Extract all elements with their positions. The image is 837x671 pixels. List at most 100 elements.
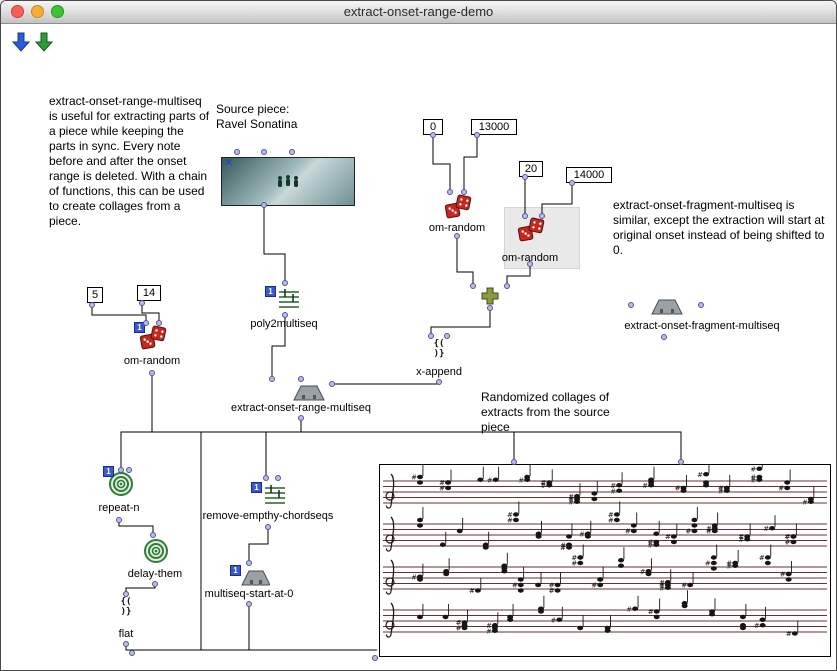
port-dot[interactable] <box>123 641 129 647</box>
port-dot[interactable] <box>539 213 545 219</box>
list-glyph-bottom: )} <box>433 349 445 359</box>
port-dot[interactable] <box>447 189 453 195</box>
svg-text:#: # <box>706 525 712 533</box>
svg-text:#: # <box>456 625 462 633</box>
zoom-button[interactable] <box>51 5 64 18</box>
port-dot[interactable] <box>275 475 281 481</box>
port-dot[interactable] <box>129 650 135 656</box>
port-dot[interactable] <box>126 467 132 473</box>
port-dot[interactable] <box>430 132 436 138</box>
svg-text:#: # <box>754 622 760 630</box>
svg-text:#: # <box>518 476 524 484</box>
port-dot[interactable] <box>487 305 493 311</box>
port-dot[interactable] <box>444 333 450 339</box>
port-dot[interactable] <box>428 333 434 339</box>
port-dot[interactable] <box>139 300 145 306</box>
port-dot[interactable] <box>527 261 533 267</box>
svg-text:#: # <box>540 479 546 487</box>
port-dot[interactable] <box>282 312 288 318</box>
remove-empthy-chordseqs-icon[interactable]: 1 <box>251 480 287 510</box>
port-dot[interactable] <box>143 320 149 326</box>
port-dot[interactable] <box>678 459 684 465</box>
number-box-rand-high[interactable]: 14 <box>137 285 161 301</box>
green-down-arrow-icon <box>34 32 54 52</box>
port-dot[interactable] <box>265 524 271 530</box>
port-dot[interactable] <box>329 381 335 387</box>
x-append-label: x-append <box>416 366 462 378</box>
titlebar[interactable]: extract-onset-range-demo <box>1 1 836 24</box>
om-random-right-icon[interactable] <box>517 217 545 250</box>
port-dot[interactable] <box>569 180 575 186</box>
port-dot[interactable] <box>152 581 158 587</box>
svg-text:#: # <box>647 541 653 549</box>
svg-text:#: # <box>591 582 597 590</box>
port-dot[interactable] <box>661 334 667 340</box>
om-random-left-label: om-random <box>123 355 181 367</box>
minimize-button[interactable] <box>31 5 44 18</box>
multiseq-start-at-0-icon[interactable]: 1 <box>230 565 271 587</box>
close-button[interactable] <box>11 5 24 18</box>
x-append-plus-icon[interactable] <box>481 287 499 310</box>
musicians-icon <box>278 174 298 187</box>
lock-x-icon[interactable]: ✕ <box>224 157 234 169</box>
patch-canvas[interactable]: extract-onset-range-multiseq is useful f… <box>1 24 836 670</box>
port-dot[interactable] <box>436 379 442 385</box>
port-dot[interactable] <box>263 475 269 481</box>
om-random-left-icon[interactable] <box>139 325 167 358</box>
port-dot[interactable] <box>149 370 155 376</box>
multiseq-score-box[interactable]: ########################################… <box>379 455 831 657</box>
port-dot[interactable] <box>261 149 267 155</box>
port-dot[interactable] <box>234 149 240 155</box>
svg-text:#: # <box>681 582 687 590</box>
port-dot[interactable] <box>269 376 275 382</box>
port-dot[interactable] <box>504 283 510 289</box>
svg-text:#: # <box>568 498 574 506</box>
source-poly-box[interactable]: ✕ <box>221 157 355 206</box>
flat-icon[interactable]: {( )} <box>115 596 137 618</box>
number-box-range-end[interactable]: 14000 <box>566 167 612 183</box>
number-box-rand-low[interactable]: 5 <box>87 287 103 303</box>
svg-text:#: # <box>750 474 756 482</box>
port-dot[interactable] <box>156 320 162 326</box>
port-dot[interactable] <box>246 601 252 607</box>
inlet-count-badge: 1 <box>103 466 114 477</box>
port-dot[interactable] <box>123 591 129 597</box>
svg-text:#: # <box>665 533 671 541</box>
port-dot[interactable] <box>698 302 704 308</box>
port-dot[interactable] <box>511 459 517 465</box>
x-append-icon[interactable]: {( )} <box>428 338 450 360</box>
green-arrow-button[interactable] <box>32 31 56 55</box>
svg-text:#: # <box>659 582 665 590</box>
port-dot[interactable] <box>282 280 288 286</box>
port-dot[interactable] <box>454 233 460 239</box>
extract-onset-fragment-icon[interactable] <box>651 296 683 321</box>
number-box-count[interactable]: 20 <box>519 161 543 177</box>
port-dot[interactable] <box>89 302 95 308</box>
port-dot[interactable] <box>118 467 124 473</box>
port-dot[interactable] <box>474 132 480 138</box>
poly2multiseq-icon[interactable]: 1 <box>265 284 301 314</box>
repeat-n-icon[interactable]: 1 <box>103 466 135 498</box>
loop-rings-icon <box>109 472 133 496</box>
port-dot[interactable] <box>298 376 304 382</box>
port-dot[interactable] <box>246 560 252 566</box>
svg-text:#: # <box>512 582 518 590</box>
port-dot[interactable] <box>372 655 378 661</box>
port-dot[interactable] <box>261 202 267 208</box>
extract-onset-range-icon[interactable] <box>293 382 325 407</box>
remove-empthy-chordseqs-label: remove-empthy-chordseqs <box>202 510 334 522</box>
om-random-top-icon[interactable] <box>444 194 472 227</box>
blue-arrow-button[interactable] <box>9 31 33 55</box>
port-dot[interactable] <box>628 302 634 308</box>
svg-text:#: # <box>718 487 724 495</box>
port-dot[interactable] <box>289 149 295 155</box>
delay-them-icon[interactable] <box>142 537 170 565</box>
port-dot[interactable] <box>150 532 156 538</box>
port-dot[interactable] <box>116 517 122 523</box>
port-dot[interactable] <box>461 189 467 195</box>
port-dot[interactable] <box>522 174 528 180</box>
number-box-onset-end[interactable]: 13000 <box>471 119 517 135</box>
port-dot[interactable] <box>470 283 476 289</box>
port-dot[interactable] <box>522 213 528 219</box>
port-dot[interactable] <box>298 415 304 421</box>
